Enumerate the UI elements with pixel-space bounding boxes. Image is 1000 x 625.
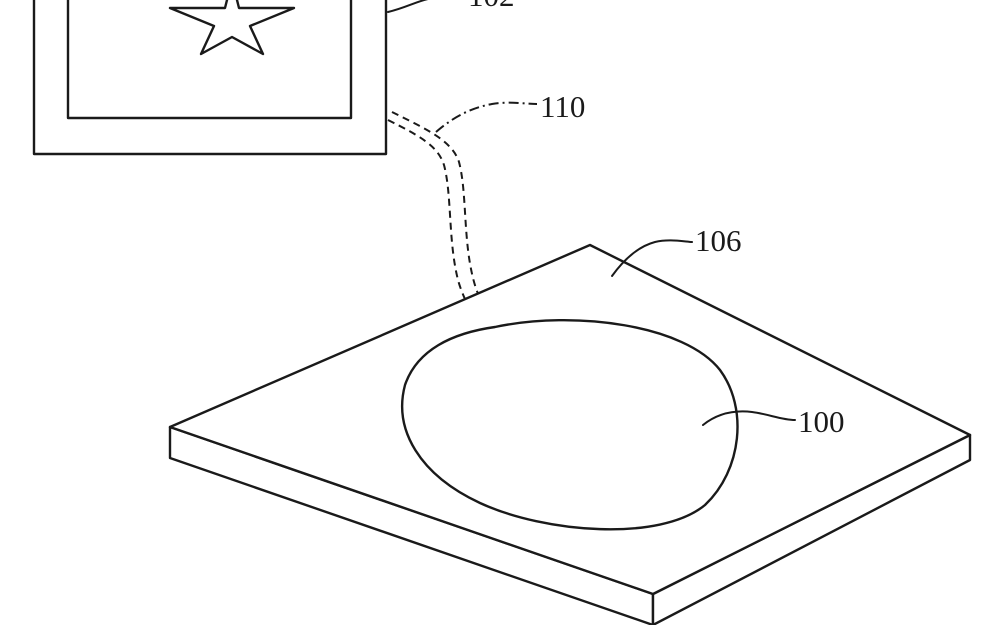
display-outer-frame: [32, 0, 388, 156]
reference-label-106: 106: [695, 223, 742, 258]
leader-line-106: [611, 239, 693, 277]
leader-line-110: [435, 101, 538, 133]
reference-label-102: 102: [468, 0, 515, 13]
leader-line-100: [702, 410, 796, 426]
reference-label-100: 100: [798, 404, 845, 439]
display-screen: [66, 0, 353, 120]
display-device: [32, 0, 388, 156]
star-icon: [168, 0, 296, 56]
leader-line-102: [387, 0, 463, 13]
sensing-pad: [168, 243, 972, 625]
object-outline: [401, 319, 739, 531]
pad-top-surface: [168, 243, 972, 596]
reference-label-110: 110: [540, 89, 585, 124]
